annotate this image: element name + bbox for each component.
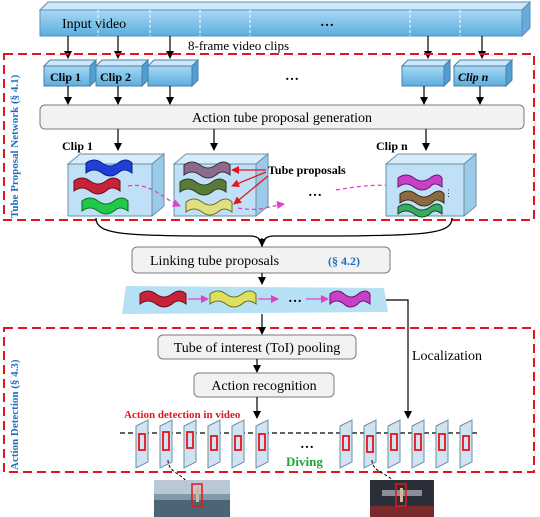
action-detection-label: Action detection in video [124, 409, 241, 421]
localization-label: Localization [412, 349, 482, 364]
input-video-dots: … [320, 15, 334, 30]
input-video-label: Input video [62, 17, 126, 32]
diving-label: Diving [286, 454, 323, 469]
tube-cube-clip-1 [66, 152, 166, 218]
clip-box-2 [94, 58, 150, 88]
clip-dots: … [285, 69, 299, 84]
tube-proposals-label: Tube proposals [268, 163, 346, 177]
action-recognition-label: Action recognition [211, 379, 316, 394]
clip-label-n: Clip n [458, 70, 489, 84]
cube-dots: … [308, 185, 322, 200]
clip-box-3 [146, 58, 200, 88]
detection-boxes [138, 431, 470, 453]
clip-box-4 [400, 58, 452, 88]
diving-thumbnail-1 [154, 480, 230, 517]
clip-label-1: Clip 1 [50, 70, 81, 84]
video-clips-caption: 8-frame video clips [188, 38, 289, 53]
toi-pooling-label: Tube of interest (ToI) pooling [174, 341, 340, 356]
chain-dots: … [288, 291, 302, 306]
tpn-section-label: Tube Proposal Network (§ 4.1) [9, 74, 21, 218]
linked-tube-chain [122, 286, 388, 314]
localization-arrow [386, 299, 412, 419]
linking-tube-proposals-label: Linking tube proposals [150, 254, 279, 269]
input-video-bar [38, 0, 532, 38]
frame-dots: … [300, 437, 314, 452]
cube-label-clip-n: Clip n [376, 139, 408, 153]
linking-section-ref: (§ 4.2) [328, 254, 360, 268]
detection-section-border [3, 327, 535, 473]
diving-thumbnail-2 [370, 480, 434, 517]
tube-cube-clip-2 [172, 152, 270, 218]
linking-tube-proposals-box [131, 246, 391, 274]
clip-label-2: Clip 2 [100, 70, 131, 84]
merge-brace [95, 217, 453, 251]
cube-label-clip-1: Clip 1 [62, 139, 93, 153]
action-recognition-box [193, 372, 335, 398]
action-tube-generation-label: Action tube proposal generation [192, 111, 372, 126]
tpn-section-border [3, 53, 535, 221]
action-tube-generation-box [39, 104, 525, 130]
clip-box-1 [42, 58, 98, 88]
svg-text:⋮: ⋮ [444, 188, 453, 198]
detection-section-label: Action Detection (§ 4.3) [9, 359, 21, 470]
detection-frames [135, 419, 473, 469]
tube-cube-clip-n: ⋮ [384, 152, 478, 218]
